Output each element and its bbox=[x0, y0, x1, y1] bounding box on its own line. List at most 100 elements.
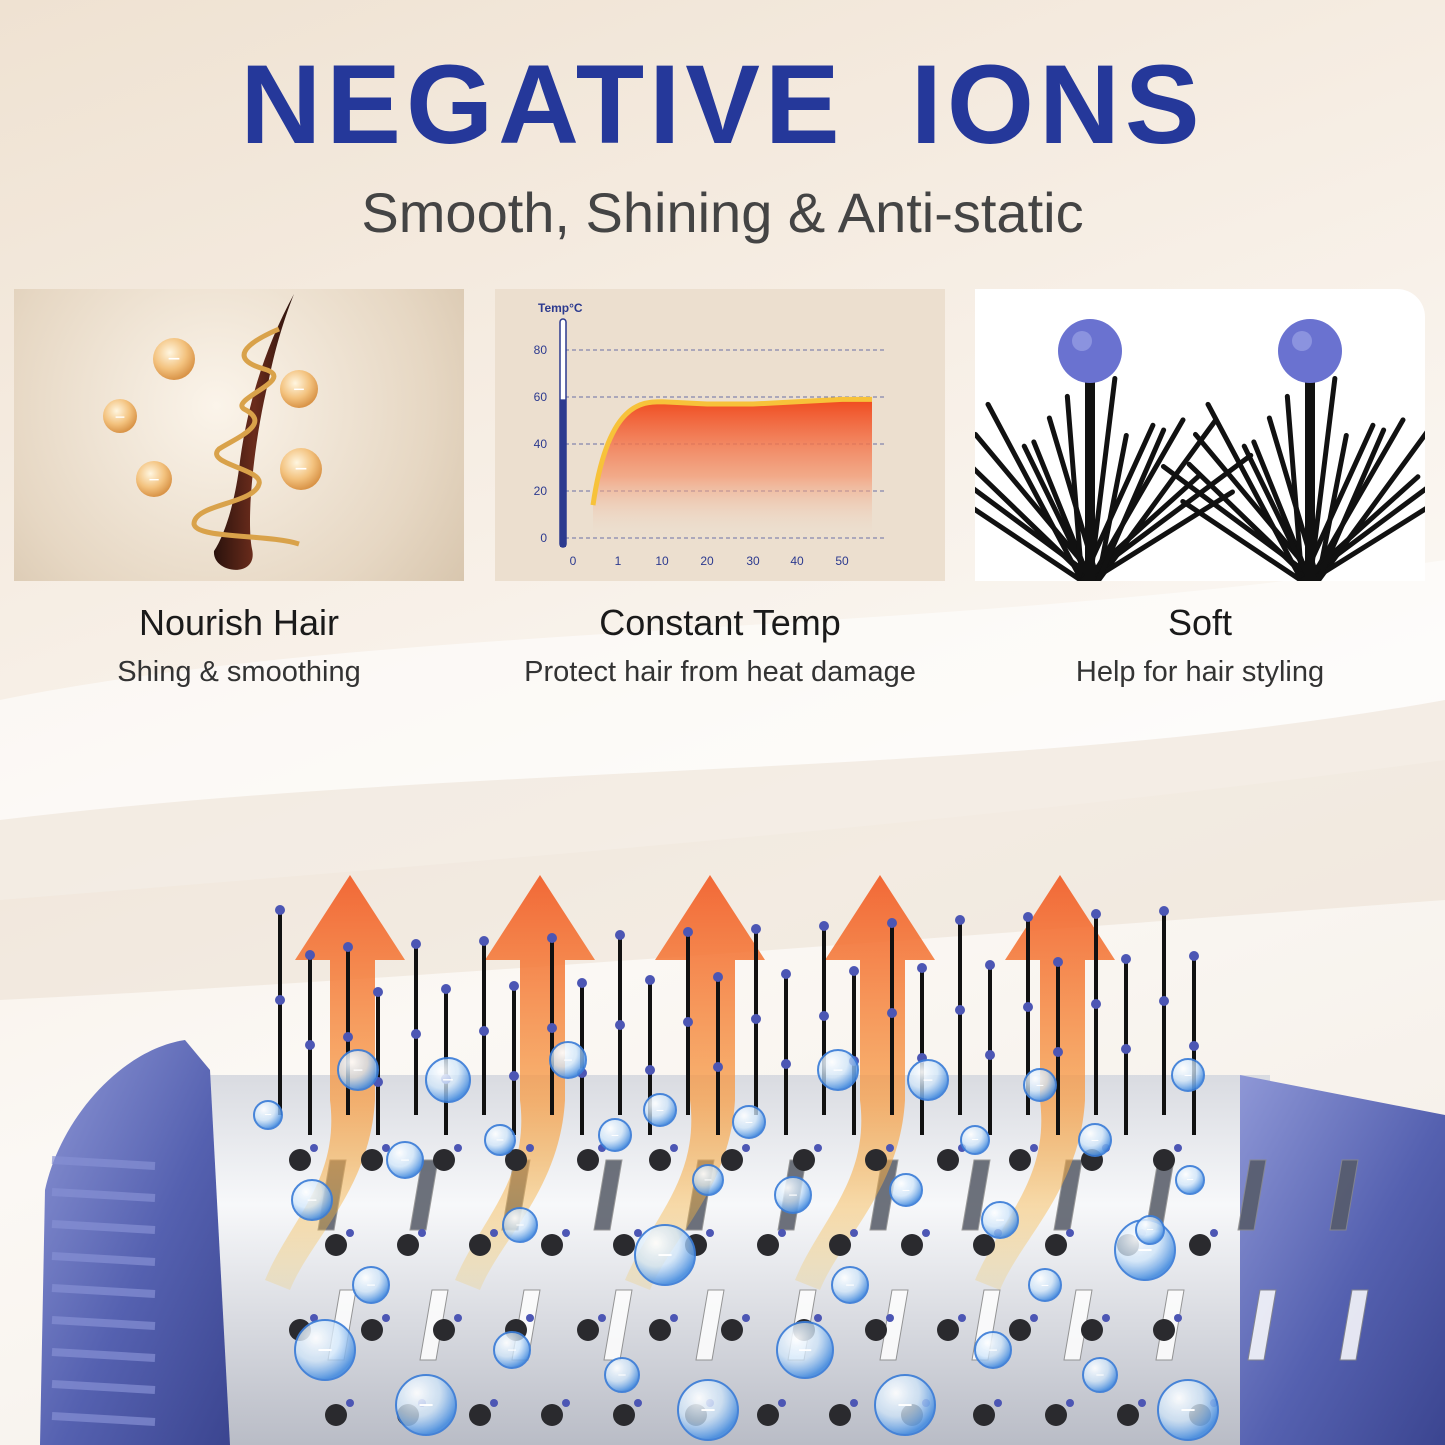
pin-socket bbox=[613, 1234, 635, 1256]
ion-bubble: − bbox=[1078, 1123, 1112, 1157]
ion-bubble: − bbox=[280, 448, 322, 490]
bristle bbox=[1021, 443, 1093, 581]
ion-bubble: − bbox=[1157, 1379, 1219, 1441]
ion-bubble: − bbox=[643, 1093, 677, 1127]
pin-socket bbox=[1189, 1234, 1211, 1256]
ion-symbol: − bbox=[307, 1190, 318, 1210]
pin-tip bbox=[547, 1023, 557, 1033]
chart-area-series bbox=[590, 396, 872, 539]
ion-symbol: − bbox=[366, 1277, 375, 1294]
pin-socket bbox=[613, 1404, 635, 1426]
vent-slot bbox=[409, 1159, 439, 1231]
ion-symbol: − bbox=[1146, 1222, 1154, 1237]
bristle bbox=[975, 486, 1101, 581]
pin-tip bbox=[886, 1144, 894, 1152]
bristle bbox=[1241, 443, 1313, 581]
pin-tip bbox=[562, 1229, 570, 1237]
pin-tip bbox=[346, 1229, 354, 1237]
pin-tip bbox=[479, 936, 489, 946]
ion-symbol: − bbox=[971, 1132, 979, 1147]
x-tick-label: 40 bbox=[790, 554, 804, 568]
pin-tip bbox=[713, 972, 723, 982]
pin-socket bbox=[937, 1149, 959, 1171]
feature-subtitle-temp: Protect hair from heat damage bbox=[524, 656, 916, 688]
pin-tip bbox=[713, 1062, 723, 1072]
pin-socket bbox=[1153, 1149, 1175, 1171]
ion-symbol: − bbox=[442, 1070, 454, 1092]
ion-symbol: − bbox=[902, 1182, 910, 1198]
pin-socket bbox=[361, 1319, 383, 1341]
grip-ridge bbox=[51, 1348, 156, 1362]
svg-text:−: − bbox=[115, 407, 126, 427]
ion-bubble: − bbox=[253, 1100, 283, 1130]
ion-bubble: − bbox=[732, 1105, 766, 1139]
ion-bubble: − bbox=[484, 1124, 516, 1156]
pin-socket bbox=[397, 1234, 419, 1256]
pin-tip bbox=[781, 1059, 791, 1069]
pin-tip bbox=[598, 1314, 606, 1322]
pin-tip bbox=[1066, 1399, 1074, 1407]
pin-tip bbox=[887, 1008, 897, 1018]
ion-bubble: − bbox=[692, 1164, 724, 1196]
pin-socket bbox=[1081, 1319, 1103, 1341]
pin-tip bbox=[562, 1399, 570, 1407]
bristle-tip-ball bbox=[1058, 319, 1122, 383]
pin-socket bbox=[865, 1319, 887, 1341]
x-tick-label: 1 bbox=[615, 554, 622, 568]
pin-socket bbox=[1117, 1404, 1139, 1426]
ion-bubble: − bbox=[280, 370, 318, 408]
svg-text:−: − bbox=[168, 346, 181, 371]
bristle bbox=[1307, 506, 1425, 581]
pin-tip bbox=[751, 1014, 761, 1024]
vent-slot bbox=[593, 1159, 623, 1231]
pin-socket bbox=[721, 1149, 743, 1171]
ion-symbol: − bbox=[656, 1102, 664, 1118]
pin-tip bbox=[509, 1071, 519, 1081]
pin-tip bbox=[1138, 1399, 1146, 1407]
pin-tip bbox=[886, 1314, 894, 1322]
pin-tip bbox=[819, 921, 829, 931]
grip-ridge bbox=[51, 1316, 156, 1330]
pin-socket bbox=[829, 1234, 851, 1256]
pin-tip bbox=[1030, 1144, 1038, 1152]
pin-tip bbox=[645, 1065, 655, 1075]
pin-socket bbox=[433, 1149, 455, 1171]
ion-symbol: − bbox=[1036, 1077, 1044, 1093]
ion-bubble: − bbox=[1082, 1357, 1118, 1393]
pin-tip bbox=[751, 924, 761, 934]
pin-socket bbox=[289, 1149, 311, 1171]
pin-socket bbox=[1153, 1319, 1175, 1341]
pin-socket bbox=[325, 1404, 347, 1426]
y-tick-label: 60 bbox=[534, 390, 548, 404]
feature-title-nourish: Nourish Hair bbox=[138, 602, 340, 643]
vent-slot bbox=[869, 1159, 899, 1231]
bristle-cluster bbox=[1160, 319, 1425, 581]
ion-symbol: − bbox=[611, 1127, 619, 1143]
x-tick-label: 20 bbox=[700, 554, 714, 568]
pin-tip bbox=[958, 1314, 966, 1322]
y-tick-label: 40 bbox=[534, 437, 548, 451]
pin-socket bbox=[937, 1319, 959, 1341]
pin-tip bbox=[526, 1314, 534, 1322]
ion-bubble: − bbox=[103, 399, 137, 433]
ion-bubble: − bbox=[294, 1319, 356, 1381]
pin-tip bbox=[1091, 999, 1101, 1009]
ion-symbol: − bbox=[317, 1335, 333, 1365]
pin-socket bbox=[361, 1149, 383, 1171]
ion-bubble: − bbox=[960, 1125, 990, 1155]
ion-bubbles: −−−−−−−−−−−−−−−−−−−−−−−−−−−−−−−−−−−−−− bbox=[253, 1041, 1219, 1441]
bristle bbox=[1180, 499, 1305, 581]
ion-symbol: − bbox=[798, 1336, 813, 1364]
pin-tip bbox=[955, 915, 965, 925]
pin-tip bbox=[670, 1314, 678, 1322]
pin-tip bbox=[343, 1032, 353, 1042]
grip-ridge bbox=[51, 1284, 156, 1298]
pin-tip bbox=[1053, 957, 1063, 967]
bristle-tip-highlight bbox=[1072, 331, 1092, 351]
ion-symbol: − bbox=[516, 1217, 525, 1234]
pin-tip bbox=[1023, 912, 1033, 922]
pin-socket bbox=[649, 1319, 671, 1341]
vent-slot bbox=[1339, 1289, 1369, 1361]
pin-tip bbox=[985, 960, 995, 970]
pin-tip bbox=[1121, 1044, 1131, 1054]
